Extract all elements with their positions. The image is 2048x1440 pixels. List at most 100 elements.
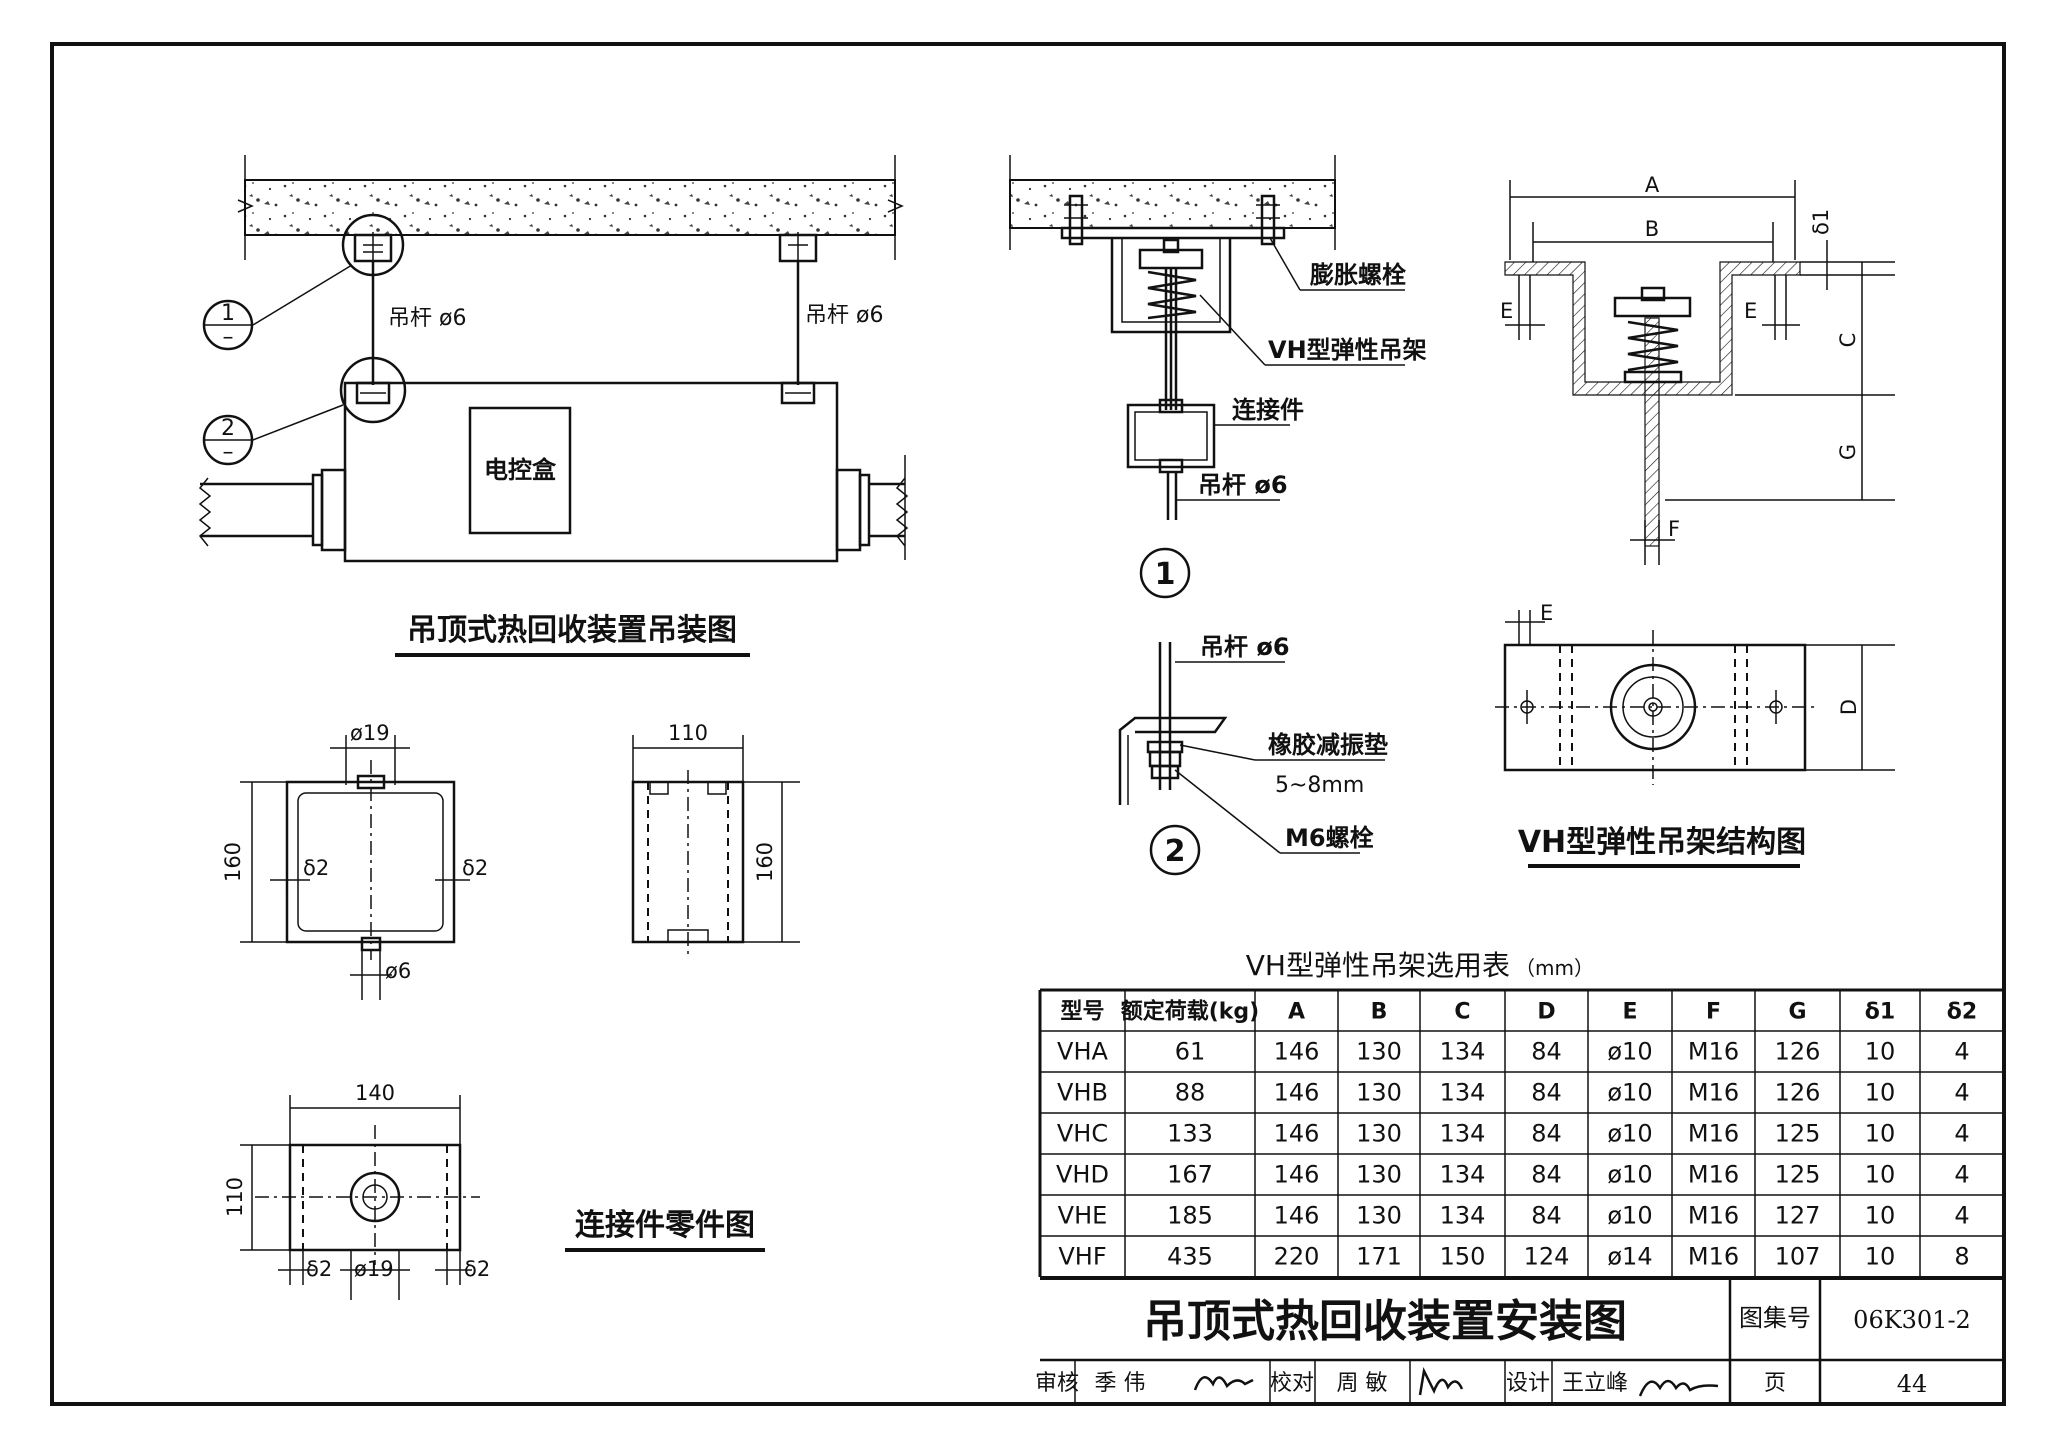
table-cell: VHC: [1057, 1120, 1108, 1148]
table-cell: 130: [1356, 1161, 1402, 1189]
plan-hole-dia: ø19: [354, 1257, 394, 1281]
table-cell: VHD: [1056, 1161, 1109, 1189]
table-cell: 167: [1167, 1161, 1213, 1189]
table-cell: 4: [1954, 1079, 1969, 1107]
rubber-pad-thickness: 5~8mm: [1275, 773, 1364, 798]
table-cell: 4: [1954, 1161, 1969, 1189]
table-header-cell: 型号: [1060, 1000, 1104, 1025]
front-bottom-dia: ø6: [385, 959, 411, 983]
table-cell: 134: [1440, 1120, 1486, 1148]
sheet-frame: [50, 42, 2006, 1406]
table-cell: VHA: [1057, 1038, 1108, 1066]
detail-2-number: 2: [1165, 834, 1186, 869]
side-width: 110: [668, 721, 708, 745]
table-cell: 126: [1775, 1079, 1821, 1107]
detail-1-rod-label: 吊杆 ø6: [1198, 471, 1288, 499]
control-box-label: 电控盒: [484, 456, 557, 484]
designer-signature: [1638, 1379, 1719, 1397]
table-header-cell: δ1: [1865, 1000, 1895, 1025]
title-block: 吊顶式热回收装置安装图 图集号 06K301-2 审核 季 伟 校对 周 敏 设…: [1035, 1276, 2004, 1404]
table-cell: 125: [1775, 1120, 1821, 1148]
table-cell: ø10: [1607, 1079, 1652, 1107]
table-cell: 84: [1531, 1161, 1562, 1189]
table-cell: 84: [1531, 1079, 1562, 1107]
dim-B: B: [1645, 217, 1659, 241]
checker-name: 周 敏: [1337, 1371, 1388, 1396]
vh-hanger-label: VH型弹性吊架: [1268, 336, 1427, 364]
table-cell: 4: [1954, 1202, 1969, 1230]
table-cell: M16: [1688, 1038, 1739, 1066]
rubber-pad-label: 橡胶减振垫: [1268, 731, 1388, 759]
table-cell: 185: [1167, 1202, 1213, 1230]
table-cell: 133: [1167, 1120, 1213, 1148]
reviewer-signature: [1193, 1376, 1254, 1391]
plan-height: 110: [223, 1177, 247, 1217]
table-cell: 8: [1954, 1243, 1969, 1271]
table-cell: 10: [1865, 1038, 1896, 1066]
front-wall-right: δ2: [462, 856, 488, 880]
ceiling-slab: [244, 179, 896, 236]
table-cell: ø10: [1607, 1161, 1652, 1189]
detail-2-rod-label: 吊杆 ø6: [1200, 633, 1290, 661]
front-hole-dia: ø19: [350, 721, 390, 745]
front-wall-left: δ2: [303, 856, 329, 880]
reviewer-name: 季 伟: [1095, 1371, 1146, 1396]
table-cell: 150: [1440, 1243, 1486, 1271]
table-grid: [1038, 988, 2005, 1278]
table-cell: 146: [1274, 1079, 1320, 1107]
table-cell: 146: [1274, 1038, 1320, 1066]
table-cell: VHF: [1058, 1243, 1106, 1271]
table-cell: 171: [1356, 1243, 1402, 1271]
table-cell: 134: [1440, 1202, 1486, 1230]
table-unit: （mm）: [1515, 956, 1594, 980]
callout-1-sub: –: [223, 325, 234, 350]
heat-recovery-unit: [343, 381, 839, 563]
table-header-cell: C: [1454, 1000, 1470, 1025]
table-cell: 130: [1356, 1202, 1402, 1230]
callout-2-sub: –: [223, 440, 234, 465]
side-height: 160: [753, 842, 777, 882]
rod-label-right: 吊杆 ø6: [805, 303, 883, 328]
table-header-cell: B: [1371, 1000, 1388, 1025]
check-label: 校对: [1270, 1371, 1314, 1396]
table-cell: ø10: [1607, 1038, 1652, 1066]
table-cell: 146: [1274, 1120, 1320, 1148]
table-cell: 4: [1954, 1120, 1969, 1148]
table-cell: M16: [1688, 1161, 1739, 1189]
table-cell: 127: [1775, 1202, 1821, 1230]
table-cell: 146: [1274, 1202, 1320, 1230]
dim-D: D: [1837, 699, 1861, 715]
connector-parts-view: ø19 160 δ2 δ2 ø6 110 160: [221, 721, 800, 1300]
table-cell: 10: [1865, 1120, 1896, 1148]
table-cell: 10: [1865, 1202, 1896, 1230]
dim-G: G: [1836, 444, 1860, 460]
page-label: 页: [1764, 1371, 1786, 1396]
hanging-view-title: 吊顶式热回收装置吊装图: [407, 613, 737, 648]
expansion-bolt-label: 膨胀螺栓: [1309, 261, 1406, 289]
table-cell: 435: [1167, 1243, 1213, 1271]
detail-1-slab: [1009, 179, 1336, 229]
table-cell: 61: [1175, 1038, 1206, 1066]
dim-delta1: δ1: [1809, 209, 1833, 235]
dim-F: F: [1668, 517, 1680, 541]
dim-E-plan: E: [1540, 601, 1553, 625]
table-cell: 130: [1356, 1038, 1402, 1066]
designer-name: 王立峰: [1562, 1371, 1628, 1396]
table-header-cell: F: [1706, 1000, 1721, 1025]
vh-structure-view: A B C G δ1 E E F: [1495, 173, 1895, 868]
table-cell: M16: [1688, 1202, 1739, 1230]
table-cell: 88: [1175, 1079, 1206, 1107]
table-cell: VHE: [1058, 1202, 1108, 1230]
design-label: 设计: [1506, 1371, 1550, 1396]
front-height: 160: [221, 842, 245, 882]
table-cell: 10: [1865, 1079, 1896, 1107]
dim-E-right: E: [1744, 299, 1757, 323]
callout-2: 2: [221, 416, 235, 441]
table-cell: 146: [1274, 1161, 1320, 1189]
table-header-cell: δ2: [1947, 1000, 1977, 1025]
table-cell: 134: [1440, 1038, 1486, 1066]
table-cell: 10: [1865, 1161, 1896, 1189]
review-label: 审核: [1035, 1371, 1079, 1396]
